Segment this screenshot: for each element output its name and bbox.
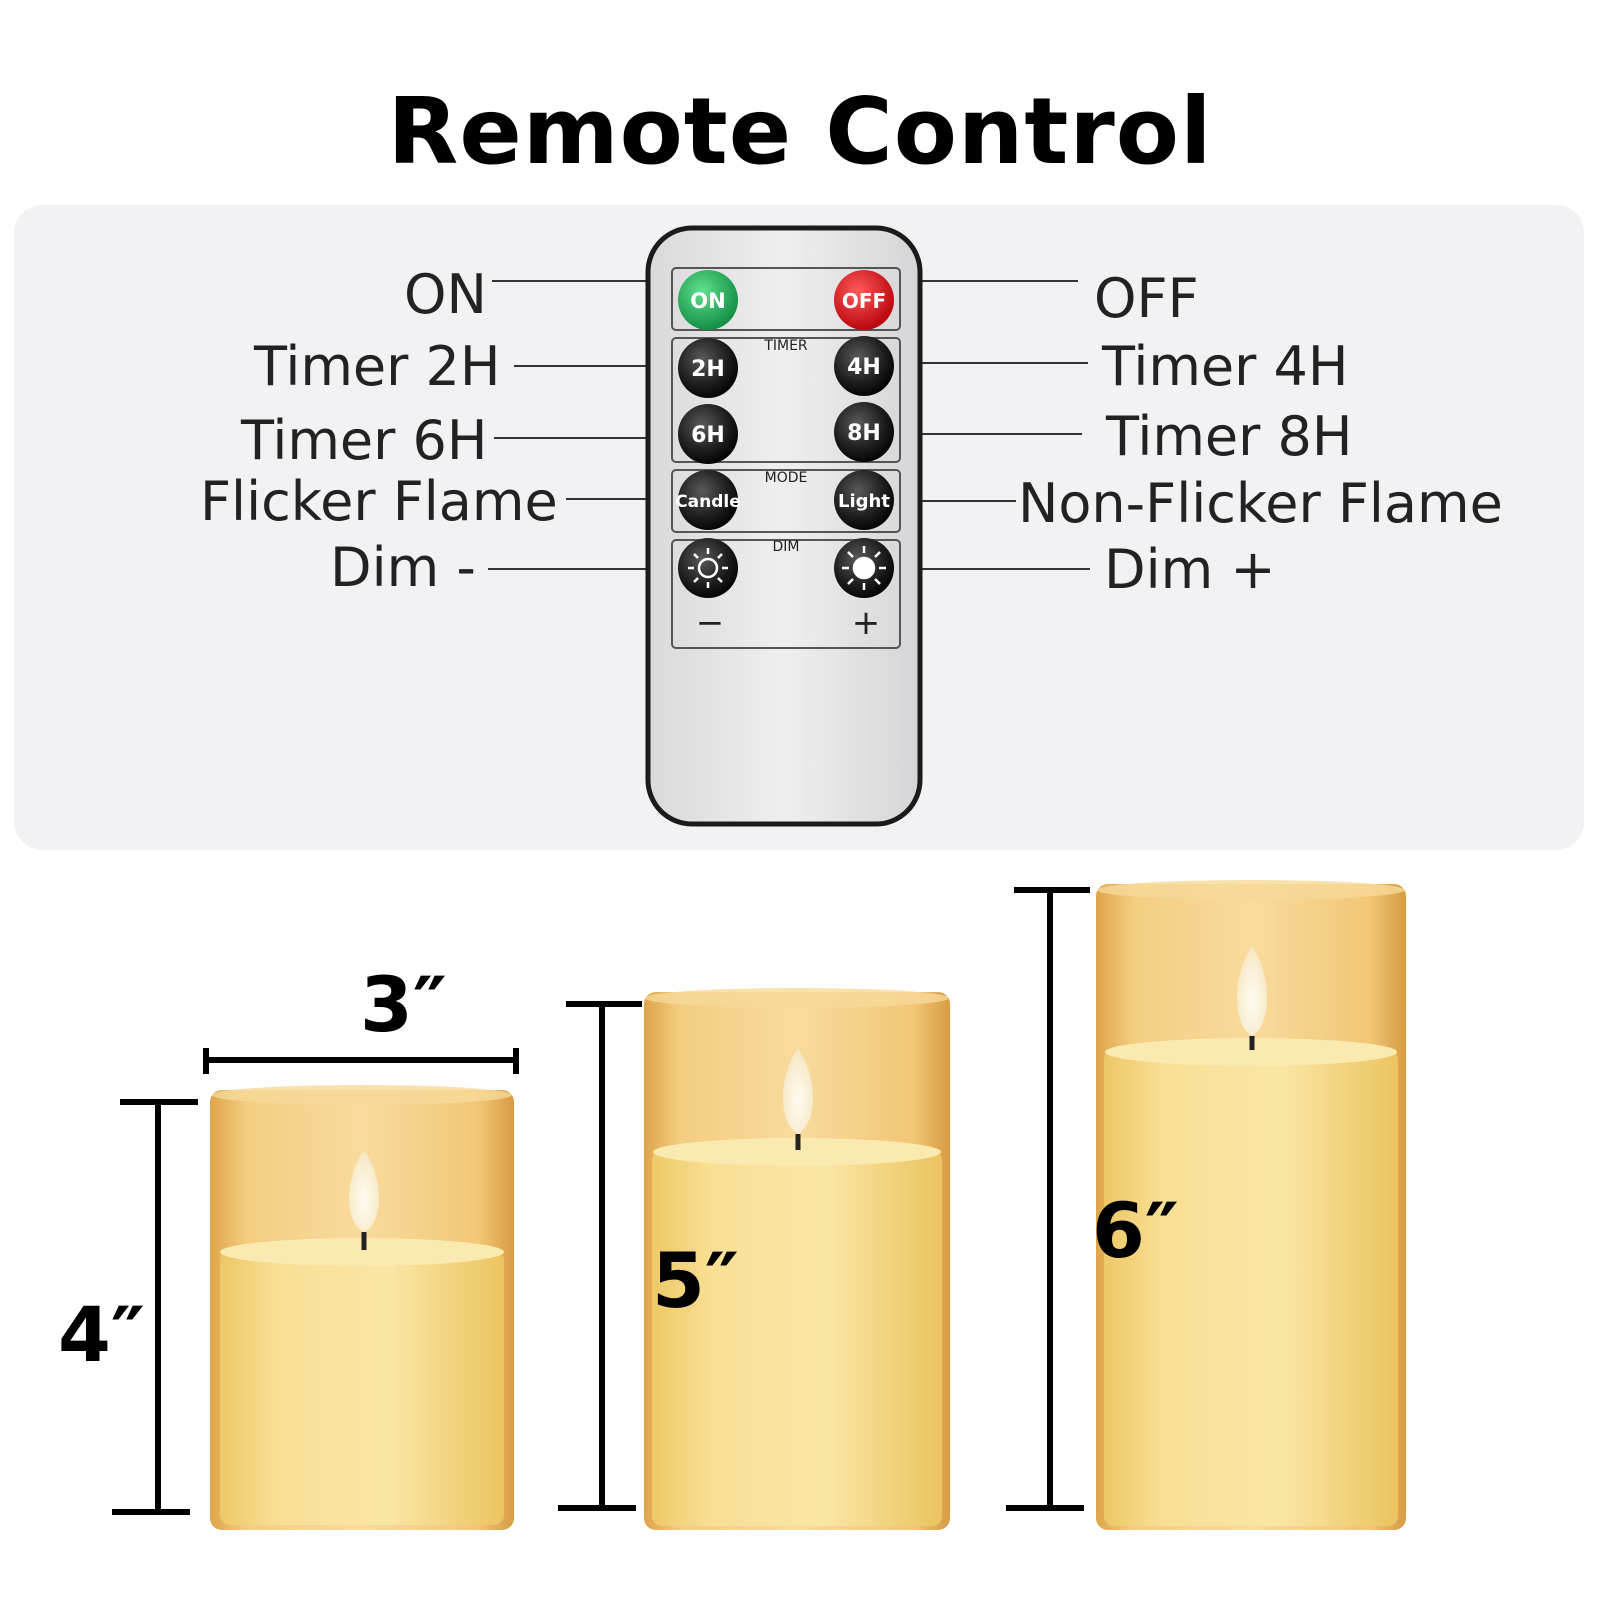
- sun-filled-icon: [842, 546, 886, 590]
- leader-line-8h: [906, 433, 1082, 435]
- flame-icon: [349, 1150, 379, 1232]
- leader-line-off: [898, 280, 1078, 282]
- callout-timer-6h-label: Timer 6H: [241, 409, 488, 472]
- callout-non-flicker-flame-label: Non-Flicker Flame: [1018, 472, 1503, 535]
- leader-line-non-flicker: [902, 500, 1016, 502]
- dim-section-label: DIM: [773, 539, 800, 555]
- mode-section-label: MODE: [765, 470, 808, 486]
- svg-text:Candle: Candle: [675, 492, 741, 512]
- svg-text:OFF: OFF: [842, 289, 886, 313]
- dim-plus-symbol: +: [852, 603, 881, 643]
- dim-minus-button[interactable]: [678, 538, 738, 598]
- callout-on-label: ON: [404, 263, 487, 326]
- callout-dim-plus-label: Dim +: [1104, 538, 1276, 601]
- sun-outline-icon: [688, 548, 728, 588]
- timer-2h-button[interactable]: 2H: [678, 338, 738, 398]
- leader-line-dim-plus: [906, 568, 1090, 570]
- light-button[interactable]: Light: [834, 470, 894, 530]
- leader-line-dim-minus: [488, 568, 680, 570]
- dimension-lines: [112, 887, 1090, 1515]
- medium-candle: [644, 988, 950, 1530]
- small-candle-height-label: 4″: [58, 1290, 145, 1379]
- callout-off-label: OFF: [1094, 267, 1199, 330]
- svg-text:Light: Light: [838, 491, 890, 512]
- small-candle: [210, 1085, 514, 1530]
- candle-button[interactable]: Candle: [675, 470, 741, 530]
- leader-line-6h: [494, 437, 680, 439]
- timer-section-label: TIMER: [763, 338, 808, 354]
- small-candle-width-label: 3″: [360, 960, 447, 1049]
- large-candle: [1096, 880, 1406, 1530]
- leader-line-flicker: [566, 498, 680, 500]
- svg-text:4H: 4H: [847, 355, 881, 380]
- leader-line-4h: [912, 362, 1088, 364]
- callout-timer-4h-label: Timer 4H: [1102, 335, 1349, 398]
- flame-icon: [1237, 946, 1267, 1036]
- mode-group-box: [671, 469, 901, 533]
- callout-flicker-flame-label: Flicker Flame: [200, 470, 558, 533]
- medium-candle-height-label: 5″: [652, 1236, 739, 1325]
- callout-timer-2h-label: Timer 2H: [254, 335, 501, 398]
- timer-6h-button[interactable]: 6H: [678, 404, 738, 464]
- dim-plus-button[interactable]: [834, 538, 894, 598]
- callout-dim-minus-label: Dim -: [330, 536, 476, 599]
- dim-group-box: [671, 539, 901, 649]
- page-title: Remote Control: [387, 78, 1213, 185]
- leader-line-on: [492, 280, 680, 282]
- off-button[interactable]: OFF: [834, 270, 894, 330]
- timer-group-box: [671, 337, 901, 463]
- dim-minus-symbol: −: [696, 603, 725, 643]
- timer-8h-button[interactable]: 8H: [834, 402, 894, 462]
- on-button[interactable]: ON: [678, 270, 738, 330]
- large-candle-height-label: 6″: [1092, 1186, 1179, 1275]
- svg-text:6H: 6H: [691, 423, 725, 448]
- callout-timer-8h-label: Timer 8H: [1106, 405, 1353, 468]
- flame-icon: [783, 1048, 813, 1134]
- svg-text:8H: 8H: [847, 421, 881, 446]
- svg-text:ON: ON: [690, 289, 725, 313]
- leader-line-2h: [514, 365, 680, 367]
- svg-text:2H: 2H: [691, 357, 725, 382]
- power-group-box: [671, 267, 901, 331]
- timer-4h-button[interactable]: 4H: [834, 336, 894, 396]
